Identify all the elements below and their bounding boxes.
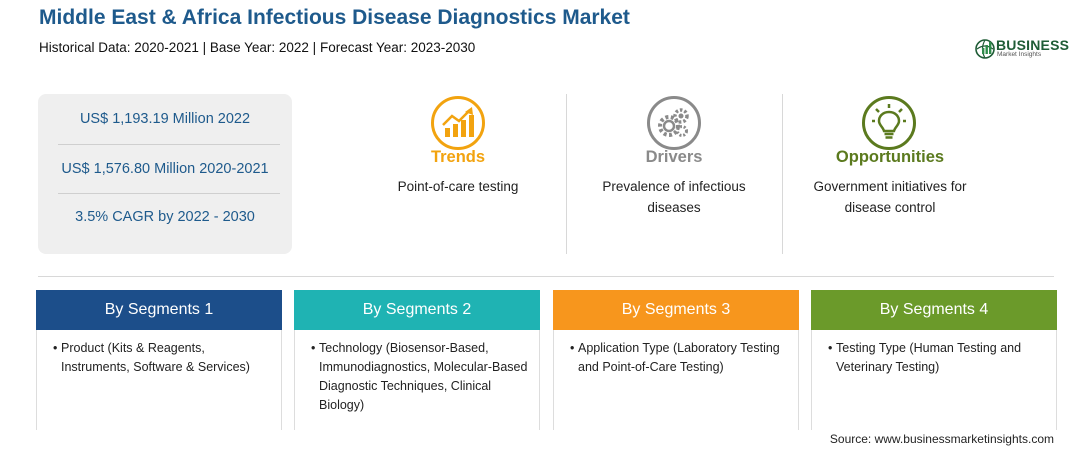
segment-4-item: Testing Type (Human Testing and Veterina… bbox=[828, 339, 1050, 377]
segment-3-item: Application Type (Laboratory Testing and… bbox=[570, 339, 792, 377]
stat-divider bbox=[58, 144, 280, 145]
stat-divider bbox=[58, 193, 280, 194]
column-divider bbox=[566, 94, 567, 254]
segment-1-item: Product (Kits & Reagents, Instruments, S… bbox=[53, 339, 275, 377]
logo-word: BUSINESS bbox=[996, 37, 1070, 53]
section-divider bbox=[38, 276, 1054, 277]
drivers-text: Prevalence of infectious diseases bbox=[602, 179, 746, 215]
logo-subtext: Market Insights bbox=[997, 51, 1042, 58]
source-note: Source: www.businessmarketinsights.com bbox=[829, 432, 1054, 446]
opportunities-heading: Opportunities bbox=[835, 148, 945, 166]
segment-3-body: Application Type (Laboratory Testing and… bbox=[553, 330, 799, 430]
segment-card-3: By Segments 3 Application Type (Laborato… bbox=[553, 290, 799, 430]
lightbulb-icon bbox=[862, 96, 916, 150]
drivers-heading: Drivers bbox=[645, 148, 703, 166]
segment-1-body: Product (Kits & Reagents, Instruments, S… bbox=[36, 330, 282, 430]
segment-card-2: By Segments 2 Technology (Biosensor-Base… bbox=[294, 290, 540, 430]
trends-text: Point-of-care testing bbox=[397, 179, 519, 194]
trend-chart-icon bbox=[431, 96, 485, 150]
segment-3-heading: By Segments 3 bbox=[553, 290, 799, 330]
stat-cagr: 3.5% CAGR by 2022 - 2030 bbox=[75, 209, 255, 225]
logo-globe-icon bbox=[975, 39, 995, 59]
page-subtitle: Historical Data: 2020-2021 | Base Year: … bbox=[39, 40, 476, 55]
segment-4-body: Testing Type (Human Testing and Veterina… bbox=[811, 330, 1057, 430]
column-divider bbox=[782, 94, 783, 254]
segment-card-1: By Segments 1 Product (Kits & Reagents, … bbox=[36, 290, 282, 430]
opportunities-text: Government initiatives for disease contr… bbox=[813, 179, 967, 215]
segment-1-heading: By Segments 1 bbox=[36, 290, 282, 330]
page-title: Middle East & Africa Infectious Disease … bbox=[39, 6, 630, 29]
segment-4-heading: By Segments 4 bbox=[811, 290, 1057, 330]
gears-icon bbox=[647, 96, 701, 150]
segment-2-item: Technology (Biosensor-Based, Immunodiagn… bbox=[311, 339, 533, 415]
stats-panel: US$ 1,193.19 Million 2022 US$ 1,576.80 M… bbox=[38, 94, 292, 254]
segment-2-heading: By Segments 2 bbox=[294, 290, 540, 330]
stat-market-value: US$ 1,193.19 Million 2022 bbox=[79, 111, 251, 127]
trends-heading: Trends bbox=[430, 148, 486, 166]
brand-logo: BUSINESS Market Insights bbox=[974, 36, 1069, 60]
segment-2-body: Technology (Biosensor-Based, Immunodiagn… bbox=[294, 330, 540, 430]
stat-historical-value: US$ 1,576.80 Million 2020-2021 bbox=[61, 161, 269, 177]
segment-card-4: By Segments 4 Testing Type (Human Testin… bbox=[811, 290, 1057, 430]
